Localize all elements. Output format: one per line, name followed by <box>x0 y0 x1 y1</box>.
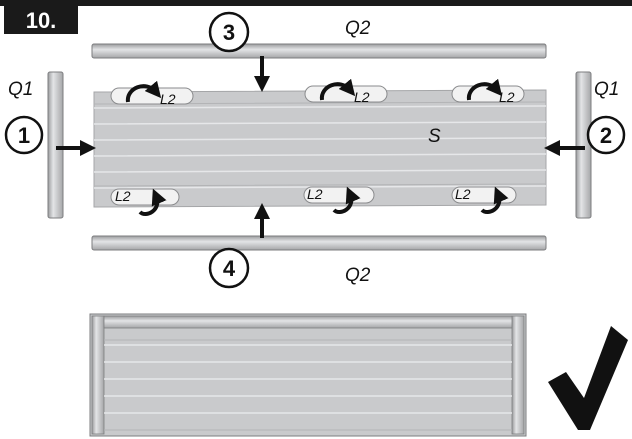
assembled-panel <box>89 313 527 437</box>
rotate-arrow-icon <box>480 186 509 214</box>
label-s: S <box>428 126 441 147</box>
label-l2: L2 <box>307 186 323 202</box>
label-l2: L2 <box>160 91 176 107</box>
clip-l2-bottom-2: L2 <box>303 186 375 214</box>
rotate-arrow-icon <box>138 188 167 216</box>
label-q1-left: Q1 <box>8 79 33 100</box>
marker-2: 2 <box>586 115 626 155</box>
clip-l2-bottom-1: L2 <box>110 188 180 216</box>
step-number: 10. <box>26 8 57 33</box>
label-q1-right: Q1 <box>594 79 619 100</box>
step-header: 10. <box>0 0 632 34</box>
clip-l2-top-3: L2 <box>451 78 525 105</box>
marker-3: 3 <box>208 11 250 53</box>
checkmark-icon <box>548 326 628 430</box>
profile-q2-bottom <box>91 235 547 251</box>
label-q2-bottom: Q2 <box>345 265 371 286</box>
svg-text:3: 3 <box>223 20 235 45</box>
label-l2: L2 <box>115 188 131 204</box>
marker-4: 4 <box>208 247 250 289</box>
rotate-arrow-icon <box>125 80 162 103</box>
marker-1: 1 <box>4 115 44 155</box>
profile-q1-right <box>575 71 592 219</box>
label-l2: L2 <box>499 89 515 105</box>
label-l2: L2 <box>354 89 370 105</box>
profile-q1-left <box>47 71 64 219</box>
rotate-arrow-icon <box>332 186 361 214</box>
svg-text:4: 4 <box>223 256 236 281</box>
clip-l2-bottom-3: L2 <box>451 186 517 214</box>
profile-q2-top <box>91 43 547 59</box>
svg-text:1: 1 <box>18 123 30 148</box>
rotate-arrow-icon <box>319 78 356 101</box>
label-l2: L2 <box>455 186 471 202</box>
svg-text:2: 2 <box>600 123 612 148</box>
label-q2-top: Q2 <box>345 18 371 39</box>
rotate-arrow-icon <box>466 78 503 101</box>
clip-l2-top-1: L2 <box>110 80 194 107</box>
clip-l2-top-2: L2 <box>304 78 388 105</box>
